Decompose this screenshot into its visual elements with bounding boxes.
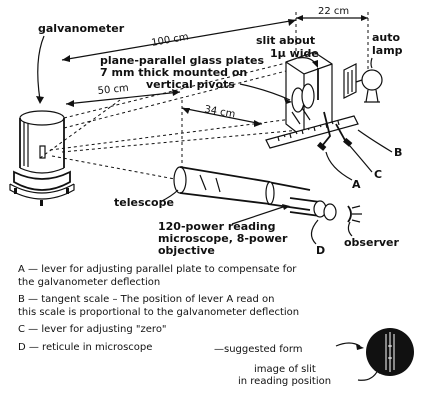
label-A: A (352, 178, 361, 191)
slit-and-plates-assembly (285, 51, 333, 139)
galvanometer-drawing (9, 110, 75, 206)
label-dist-34: 34 cm (203, 104, 236, 120)
label-slit-line2: 1µ wide (270, 47, 319, 60)
legend-B-line2: this scale is proportional to the galvan… (18, 307, 299, 318)
legend: A — lever for adjusting parallel plate t… (18, 264, 331, 387)
label-plates-line1: plane-parallel glass plates (100, 54, 264, 67)
legend-D-line1: D — reticule in microscope (18, 342, 152, 353)
dimension-50cm (65, 89, 181, 107)
label-dist-50: 50 cm (97, 83, 129, 97)
observer-eye-icon (347, 205, 362, 223)
label-galvanometer: galvanometer (38, 22, 125, 35)
legend-suggested: —suggested form (214, 344, 303, 355)
label-lamp-line1: auto (372, 31, 401, 44)
label-C: C (374, 168, 382, 181)
dimension-22cm (295, 12, 369, 76)
legend-C-line1: C — lever for adjusting "zero" (18, 324, 167, 335)
label-dist-100: 100 cm (151, 32, 190, 49)
telescope-drawing (173, 166, 337, 221)
label-lamp-line2: lamp (372, 44, 403, 57)
dimension-100cm (61, 19, 297, 62)
label-dist-22: 22 cm (318, 6, 349, 17)
lamp-drawing (343, 63, 383, 103)
legend-image-line2: in reading position (238, 376, 331, 387)
tangent-scale (265, 115, 359, 149)
label-plates-line2: 7 mm thick mounted on (100, 66, 247, 79)
label-slit-line1: slit about (256, 34, 315, 47)
galvanometer-pointer (37, 35, 45, 101)
label-microscope-line2: microscope, 8-power (158, 232, 288, 245)
label-telescope: telescope (114, 196, 174, 209)
reticule-drawing (366, 328, 414, 376)
label-plates-line3: vertical pivots (146, 78, 235, 91)
label-microscope-line1: 120-power reading (158, 220, 276, 233)
levers (317, 111, 353, 151)
legend-A-line2: the galvanometer deflection (18, 277, 160, 288)
legend-B-line1: B — tangent scale – The position of leve… (18, 294, 275, 305)
label-B: B (394, 146, 402, 159)
label-microscope-line3: objective (158, 244, 215, 257)
label-D: D (316, 244, 325, 257)
label-observer: observer (344, 236, 399, 249)
dimension-34cm (181, 100, 263, 172)
legend-image-line1: image of slit (254, 364, 316, 375)
legend-A-line1: A — lever for adjusting parallel plate t… (18, 264, 297, 275)
